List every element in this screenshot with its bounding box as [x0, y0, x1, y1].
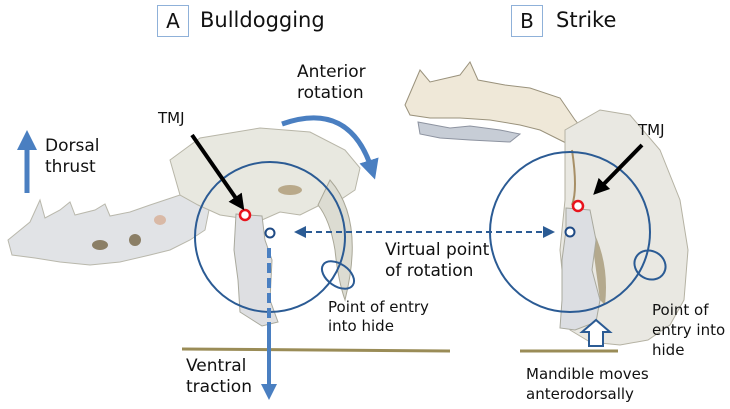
panel-b-title: Strike — [556, 8, 617, 32]
ventral-traction-label: Ventral traction — [186, 356, 252, 397]
anterior-rotation-arrow — [281, 115, 379, 180]
ground-line-a — [181, 347, 451, 353]
mandible-moves-label: Mandible moves anterodorsally — [526, 365, 649, 403]
virtual-point-label: Virtual point of rotation — [385, 240, 490, 281]
anterior-rotation-label: Anterior rotation — [297, 62, 366, 103]
entry-point-label-a: Point of entry into hide — [328, 298, 429, 335]
virtual-point-marker-b — [564, 226, 576, 238]
tmj-label-a: TMJ — [158, 109, 185, 127]
tmj-pointer-arrow-a — [190, 133, 245, 211]
panel-a-letter: A — [157, 5, 189, 37]
virtual-point-marker-a — [264, 227, 276, 239]
tmj-marker-b — [571, 199, 585, 213]
neck-vertebrae-a — [7, 189, 211, 266]
mandible-b — [559, 207, 601, 331]
tmj-marker-a — [238, 208, 252, 222]
skull-a — [169, 127, 361, 302]
panel-b-letter: B — [511, 5, 543, 37]
neck-vertebrae-b — [404, 61, 591, 151]
entry-point-ellipse-a — [320, 260, 356, 290]
panel-a-title: Bulldogging — [200, 8, 325, 32]
entry-point-label-b: Point of entry into hide — [652, 301, 726, 359]
tmj-pointer-arrow-b — [593, 143, 644, 195]
entry-point-ellipse-b — [633, 249, 667, 281]
mandible-moves-arrow — [579, 318, 613, 347]
dorsal-thrust-label: Dorsal thrust — [45, 136, 100, 177]
tmj-label-b: TMJ — [638, 121, 665, 139]
